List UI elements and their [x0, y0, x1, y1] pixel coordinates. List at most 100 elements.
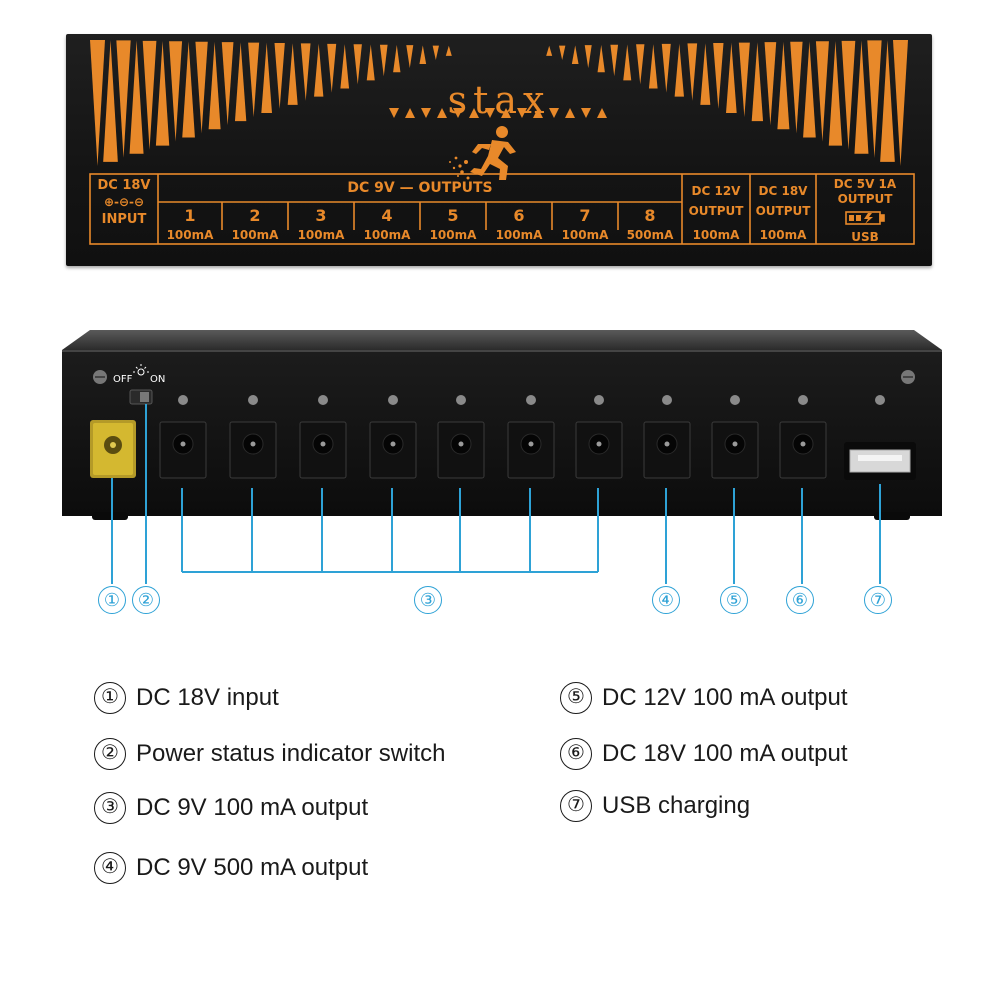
zigzag-segment [90, 40, 105, 166]
top-panel-photo: stax DC 18V ⊕-⊖- [66, 34, 932, 266]
zigzag-segment [687, 43, 698, 101]
dc-jack-pin [250, 441, 256, 447]
led-indicator-9 [730, 395, 740, 405]
legend-number: ③ [94, 792, 126, 824]
callout-6: ⑥ [786, 586, 814, 614]
zigzag-segment [366, 44, 375, 81]
outputs-title: DC 9V — OUTPUTS [347, 180, 493, 196]
callout-4: ④ [652, 586, 680, 614]
zigzag-artwork [90, 40, 908, 166]
zigzag-segment [517, 108, 527, 118]
zigzag-segment [726, 42, 737, 113]
zigzag-segment [777, 41, 790, 130]
callout-5: ⑤ [720, 586, 748, 614]
zigzag-segment [815, 41, 829, 142]
led-indicator-4 [388, 395, 398, 405]
dc-jack-pin [390, 441, 396, 447]
zigzag-segment [584, 45, 592, 69]
zigzag-segment [700, 43, 711, 105]
dc-jack-pin [458, 441, 464, 447]
out12-current: 100mA [692, 228, 740, 242]
usb-port-tab [858, 455, 902, 461]
led-indicator-1 [178, 395, 188, 405]
led-indicator-5 [456, 395, 466, 405]
usb-title: DC 5V 1A [833, 177, 897, 191]
zigzag-segment [155, 41, 170, 146]
zigzag-segment [379, 44, 388, 77]
legend-text: USB charging [602, 792, 751, 819]
legend-item-6: ⑥ DC 18V 100 mA output [560, 736, 847, 772]
port-7-current: 100mA [561, 228, 609, 242]
screw-right-icon [901, 370, 915, 384]
port-2-number: 2 [249, 206, 261, 225]
legend-text: DC 18V input [136, 684, 279, 711]
zigzag-segment [393, 44, 401, 73]
led-indicator-10 [798, 395, 808, 405]
zigzag-segment [169, 41, 183, 142]
legend-text: DC 18V 100 mA output [602, 740, 848, 767]
zigzag-segment [300, 43, 311, 101]
legend-number: ⑤ [560, 682, 592, 714]
legend-number: ① [94, 682, 126, 714]
legend-item-4: ④ DC 9V 500 mA output [94, 850, 368, 886]
zigzag-segment [880, 40, 895, 162]
port-1-number: 1 [184, 206, 196, 225]
zigzag-segment [274, 43, 285, 109]
zigzag-segment [738, 42, 750, 118]
zigzag-segment [432, 45, 439, 60]
zigzag-segment [565, 108, 575, 118]
zigzag-segment [353, 44, 362, 85]
port-4-number: 4 [381, 206, 393, 225]
dc-jack-pin [732, 441, 738, 447]
legend-item-3: ③ DC 9V 100 mA output [94, 790, 368, 826]
zigzag-segment [581, 108, 591, 118]
zigzag-segment [261, 42, 272, 113]
zigzag-segment [314, 43, 324, 97]
zigzag-segment [841, 40, 856, 150]
zigzag-segment [867, 40, 882, 158]
zigzag-segment [597, 108, 607, 118]
zigzag-segment [854, 40, 869, 154]
legend-text: DC 9V 500 mA output [136, 854, 369, 881]
out18-title: DC 18V [758, 184, 808, 198]
zigzag-segment [713, 43, 724, 109]
zigzag-segment [182, 41, 195, 138]
zigzag-segment [828, 41, 843, 146]
zigzag-segment [116, 40, 131, 158]
switch-on-label: ON [150, 374, 166, 385]
zigzag-segment [248, 42, 260, 118]
out18-sub: OUTPUT [755, 204, 811, 218]
out12-title: DC 12V [691, 184, 741, 198]
input-sub: INPUT [101, 212, 147, 227]
zigzag-segment [103, 40, 118, 162]
callout-2: ② [132, 586, 160, 614]
switch-off-label: OFF [113, 374, 133, 385]
dc-jack-pin [664, 441, 670, 447]
dc-jack-pin [800, 441, 806, 447]
legend-item-1: ① DC 18V input [94, 680, 279, 716]
zigzag-segment [790, 41, 803, 134]
zigzag-segment [636, 44, 645, 85]
led-indicator-8 [662, 395, 672, 405]
device-back-panel: OFF ON [62, 330, 942, 520]
legend-number: ⑦ [560, 790, 592, 822]
zigzag-segment [419, 45, 427, 65]
zigzag-segment [546, 45, 553, 56]
port-6-current: 100mA [495, 228, 543, 242]
zigzag-segment [674, 43, 684, 97]
zigzag-segment [469, 108, 479, 118]
zigzag-segment [129, 40, 144, 154]
zigzag-segment [340, 44, 350, 89]
zigzag-segment [803, 41, 816, 138]
zigzag-segment [501, 108, 511, 118]
legend-number: ② [94, 738, 126, 770]
zigzag-segment [195, 41, 208, 134]
zigzag-segment [648, 44, 658, 89]
port-8-current: 500mA [626, 228, 674, 242]
port-6-number: 6 [513, 206, 525, 225]
zigzag-segment [485, 108, 495, 118]
zigzag-segment [751, 42, 764, 122]
led-indicator-6 [526, 395, 536, 405]
led-indicator-2 [248, 395, 258, 405]
polarity-symbol: ⊕-⊖-⊖ [103, 195, 145, 209]
